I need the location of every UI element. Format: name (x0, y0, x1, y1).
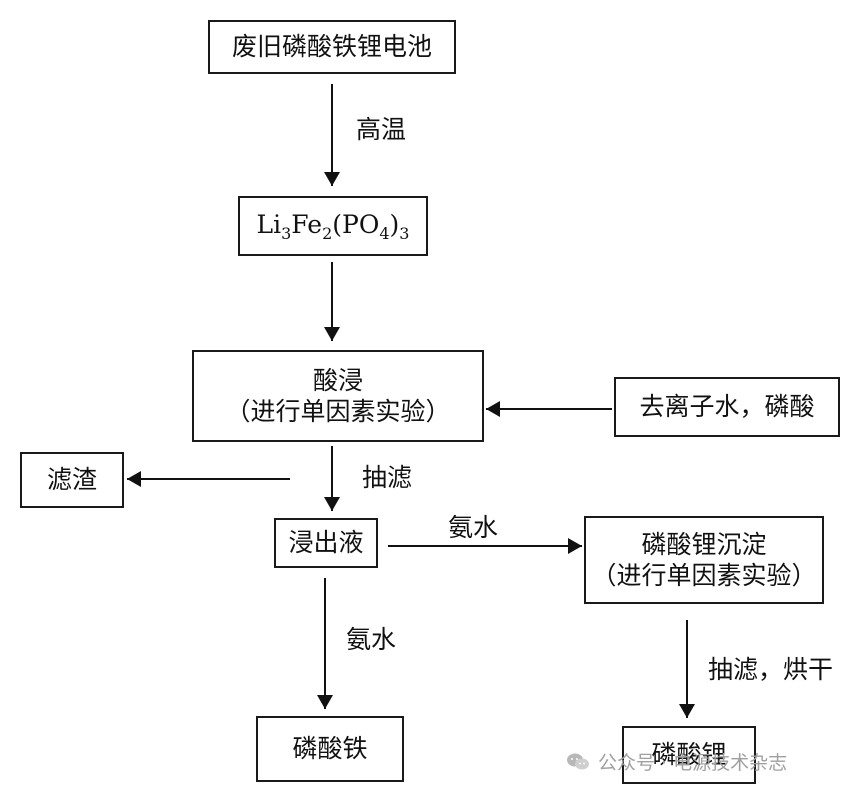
ammonia-right-label: 氨水 (448, 513, 499, 542)
wechat-icon (567, 753, 589, 769)
suction-filter-label: 抽滤 (362, 463, 413, 492)
acid-leach-note: （进行单因素实验） (225, 397, 451, 426)
reagents-label: 去离子水，磷酸 (639, 392, 815, 422)
spent-battery-box: 废旧磷酸铁锂电池 (208, 20, 456, 74)
lithium-precipitation-note: （进行单因素实验） (591, 561, 817, 590)
lithium-precipitation-box: 磷酸锂沉淀 （进行单因素实验） (584, 516, 824, 604)
lithium-phosphate-label: 磷酸锂 (651, 740, 727, 770)
watermark-text: 公众号 · 电源技术杂志 (598, 752, 788, 774)
iron-phosphate-label: 磷酸铁 (292, 734, 368, 764)
reagents-box: 去离子水，磷酸 (614, 377, 840, 437)
acid-leach-title: 酸浸 (312, 365, 363, 395)
lithium-precipitation-title: 磷酸锂沉淀 (641, 529, 767, 559)
residue-label: 滤渣 (46, 465, 97, 495)
intermediate-box: Li3Fe2(PO4)3 (238, 196, 428, 256)
leachate-label: 浸出液 (288, 528, 364, 558)
filter-dry-label: 抽滤，烘干 (708, 655, 834, 684)
lithium-phosphate-box: 磷酸锂 (622, 726, 756, 784)
watermark: 公众号 · 电源技术杂志 (566, 748, 787, 775)
spent-battery-label: 废旧磷酸铁锂电池 (231, 32, 432, 62)
high-temp-label: 高温 (356, 115, 407, 144)
ammonia-down-label: 氨水 (346, 625, 397, 654)
residue-box: 滤渣 (20, 452, 124, 508)
iron-phosphate-box: 磷酸铁 (256, 716, 404, 782)
acid-leach-box: 酸浸 （进行单因素实验） (192, 350, 484, 442)
intermediate-formula: Li3Fe2(PO4)3 (256, 209, 410, 243)
leachate-box: 浸出液 (274, 518, 378, 568)
